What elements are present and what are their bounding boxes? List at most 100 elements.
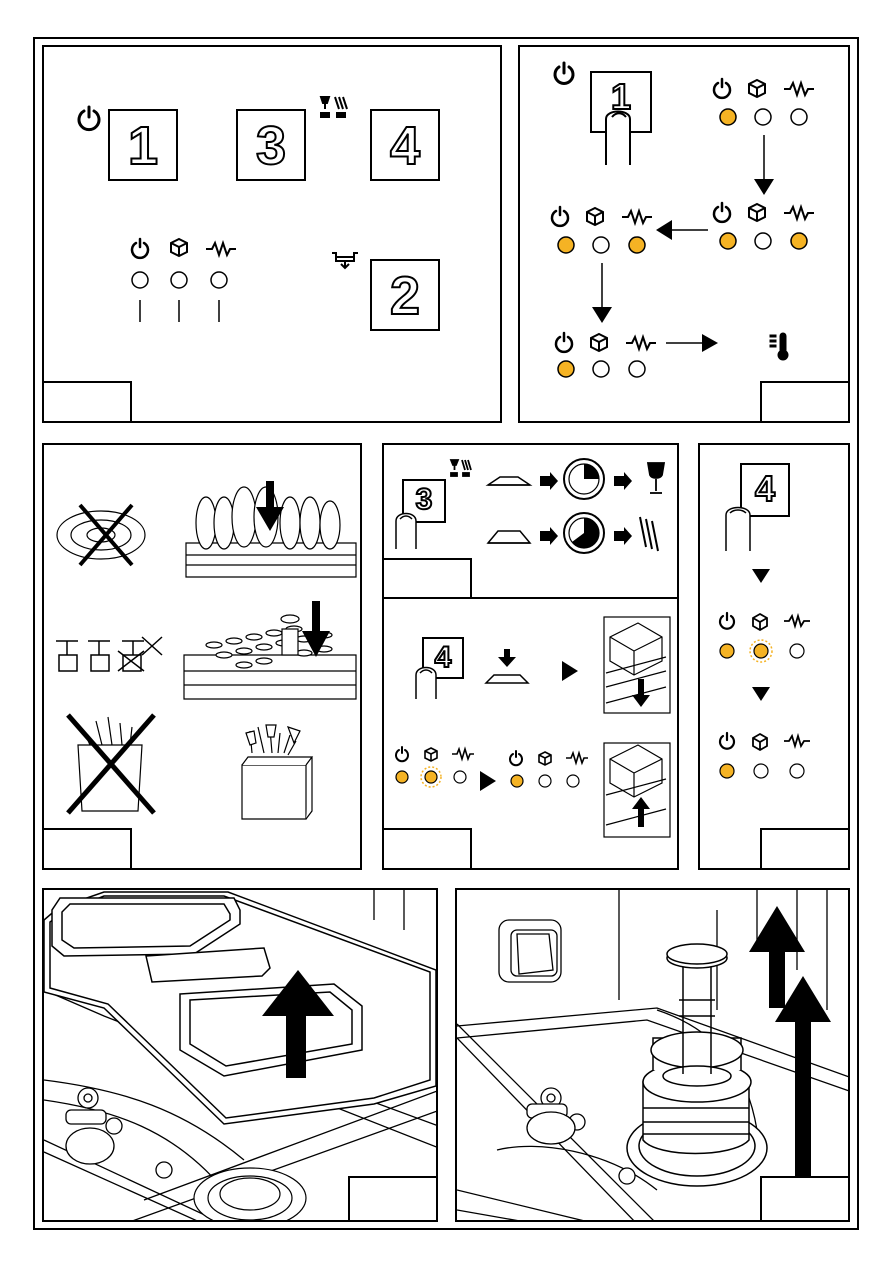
detergent-icon [171, 239, 187, 256]
panel-7-graphics [457, 890, 850, 1222]
overflow-pipe [627, 944, 767, 1186]
power-icon [510, 751, 522, 765]
arrow-icon [540, 527, 558, 545]
led-detergent [755, 233, 771, 249]
power-icon [552, 207, 568, 226]
arrow-icon [614, 472, 632, 490]
arrow-down-icon [752, 569, 770, 583]
cutlery-icon [640, 517, 658, 551]
power-icon [714, 203, 730, 222]
panel-key-4-sequence: 4 [698, 443, 850, 870]
key-1-label: 1 [110, 119, 176, 173]
timer-full-icon [564, 513, 604, 553]
led-heater [790, 644, 804, 658]
led-heater-on [791, 233, 807, 249]
key-3[interactable]: 3 [236, 109, 306, 181]
glass-cutlery-icon [451, 460, 471, 476]
glass-icon [648, 463, 664, 493]
dirty-plate-icon [57, 511, 145, 559]
detergent-icon [749, 80, 765, 97]
panel-1-graphics [44, 47, 502, 423]
led-power-on [558, 361, 574, 377]
power-icon [132, 239, 148, 258]
led-power-on [558, 237, 574, 253]
led-detergent [539, 775, 551, 787]
timer-quarter-icon [564, 459, 604, 499]
key-1-label: 1 [592, 79, 650, 115]
power-icon [396, 747, 408, 761]
key-1[interactable]: 1 [108, 109, 178, 181]
finger-icon [396, 514, 416, 550]
long-program-icon [488, 531, 530, 543]
led-detergent [755, 109, 771, 125]
heater-icon [206, 243, 236, 255]
led-power [132, 272, 148, 288]
figure-number-tab [44, 828, 132, 868]
arrow-icon [614, 527, 632, 545]
led-detergent [593, 237, 609, 253]
detergent-icon [539, 752, 551, 765]
detergent-icon [587, 208, 603, 225]
panel-key-3-cycle: 3 [382, 443, 679, 600]
figure-number-tab [44, 381, 132, 421]
panel-3-graphics [44, 445, 362, 870]
led-power-on [720, 644, 734, 658]
key-3-label: 3 [238, 119, 304, 173]
heater-icon [566, 753, 588, 763]
panel-6-graphics [44, 890, 438, 1222]
heater-icon [784, 736, 810, 746]
detergent-icon [749, 204, 765, 221]
led-heater [629, 361, 645, 377]
panel-2-graphics [520, 47, 850, 423]
led-detergent [171, 272, 187, 288]
drain-icon [332, 253, 358, 268]
figure-number-tab [384, 828, 472, 868]
arrow-icon [592, 307, 612, 323]
hood-button [499, 920, 561, 982]
detergent-icon [753, 614, 767, 630]
led-heater-on [629, 237, 645, 253]
key-1[interactable]: 1 [590, 71, 652, 133]
heater-icon [784, 616, 810, 626]
detergent-icon [753, 734, 767, 750]
led-detergent-blinking [425, 771, 437, 783]
power-icon [555, 63, 573, 83]
detergent-icon [425, 748, 437, 761]
key-4-label: 4 [372, 119, 438, 173]
figure-number-tab [760, 381, 848, 421]
figure-number-tab [760, 828, 848, 868]
hood-down-icon [486, 649, 528, 683]
cutlery-basket-icon [242, 725, 312, 819]
figure-number-tab [348, 1176, 436, 1220]
led-detergent [754, 764, 768, 778]
panel-loading-guidance [42, 443, 362, 870]
led-power-on [720, 764, 734, 778]
arrow-icon [656, 220, 672, 240]
figure-number-tab [384, 558, 472, 598]
arrow-down-icon [752, 687, 770, 701]
glass-rack-icon [184, 615, 356, 699]
short-program-icon [488, 477, 530, 485]
finger-icon [416, 668, 436, 700]
thermometer-icon [770, 333, 788, 360]
led-power-on [511, 775, 523, 787]
power-icon [720, 613, 734, 629]
led-power-on [720, 233, 736, 249]
figure-number-tab [760, 1176, 848, 1220]
led-heater [211, 272, 227, 288]
glass-cutlery-icon [321, 97, 347, 117]
panel-key-4-door: 4 [382, 597, 679, 870]
arrow-icon [754, 179, 774, 195]
led-heater [567, 775, 579, 787]
arrow-icon [540, 472, 558, 490]
heater-icon [622, 211, 652, 223]
power-icon [714, 79, 730, 98]
key-2[interactable]: 2 [370, 259, 440, 331]
power-icon [556, 333, 572, 352]
filter-tray [44, 892, 436, 1124]
drain-filter [194, 1168, 306, 1222]
arrow-icon [562, 661, 578, 681]
key-4[interactable]: 4 [370, 109, 440, 181]
led-heater [790, 764, 804, 778]
finger-icon [726, 508, 750, 552]
